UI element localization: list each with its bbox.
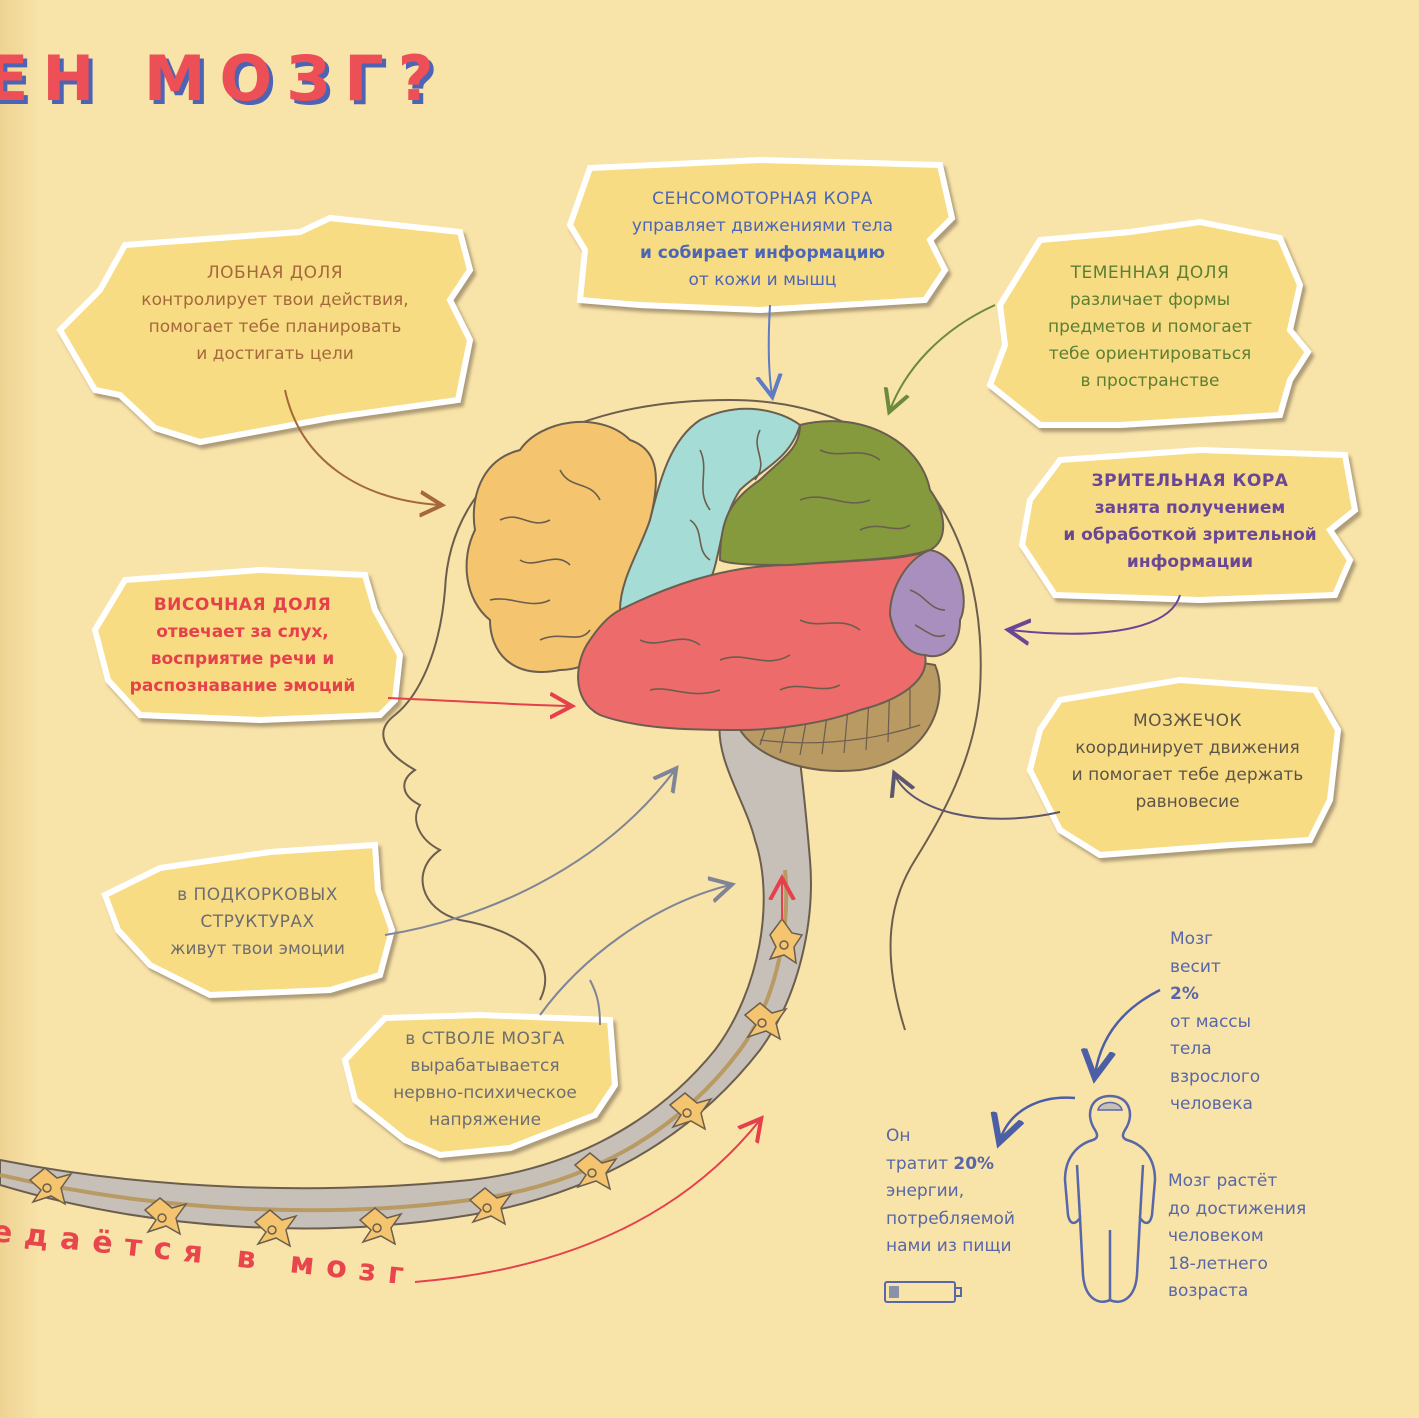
temporal-lobe [577,549,931,732]
note-heading: ВИСОЧНАЯ ДОЛЯ [153,595,332,615]
note-heading: ТЕМЕННАЯ ДОЛЯ [1070,263,1230,283]
note-brainstem: в СТВОЛЕ МОЗГА вырабатывается нервно-пси… [360,1026,610,1134]
note-heading: СТРУКТУРАХ [200,912,315,932]
fact-line: нами из пищи [886,1236,1012,1256]
fact-brain-weight: Мозг весит 2% от массы тела взрослого че… [1170,926,1260,1119]
note-line: предметов и помогает [1047,317,1253,337]
note-line: различает формы [1069,290,1231,310]
note-line: тебе ориентироваться [1048,344,1252,364]
fact-line: весит [1170,956,1221,977]
note-heading: МОЗЖЕЧОК [1132,711,1243,731]
note-line: равновесие [1135,792,1240,812]
note-heading: в СТВОЛЕ МОЗГА [405,1029,565,1049]
fact-brain-energy: Он тратит 20% энергии, потребляемой нами… [886,1123,1015,1261]
note-heading: ЛОБНАЯ ДОЛЯ [206,263,344,283]
fact-line: 18-летнего [1168,1253,1268,1274]
fact-line: Он [886,1126,911,1146]
fact-line: тратит [886,1153,954,1174]
fact-line: взрослого [1170,1066,1261,1087]
brain [465,407,965,732]
note-line: и достигать цели [196,344,354,364]
fact-line: возраста [1168,1281,1249,1301]
note-parietal-lobe: ТЕМЕННАЯ ДОЛЯ различает формы предметов … [1005,260,1295,395]
note-frontal-lobe: ЛОБНАЯ ДОЛЯ контролирует твои действия, … [100,260,450,368]
note-subcortical-structures: в ПОДКОРКОВЫХ СТРУКТУРАХ живут твои эмоц… [125,882,390,963]
note-heading: ЗРИТЕЛЬНАЯ КОРА [1091,471,1289,491]
fact-line: энергии, [886,1181,965,1201]
fact-line: Мозг растёт [1168,1171,1278,1191]
spinal-cord [0,719,812,1248]
note-temporal-lobe: ВИСОЧНАЯ ДОЛЯ отвечает за слух, восприят… [105,592,380,700]
note-line: информации [1126,552,1254,572]
note-cerebellum: МОЗЖЕЧОК координирует движения и помогае… [1040,708,1335,816]
note-line: управляет движениями тела [631,216,894,236]
note-line: помогает тебе планировать [148,317,402,337]
fact-percent: 2% [1170,984,1199,1004]
note-sensorimotor-cortex: СЕНСОМОТОРНАЯ КОРА управляет движениями … [585,186,940,294]
fact-line: до достижения [1168,1198,1307,1219]
note-line: восприятие речи и [150,649,335,669]
head-silhouette [382,398,982,1031]
battery-low-icon [884,1281,962,1303]
note-line: вырабатывается [410,1056,560,1076]
note-papers [56,156,1359,1159]
note-line: нервно-психическое [393,1083,577,1103]
note-visual-cortex: ЗРИТЕЛЬНАЯ КОРА занята получением и обра… [1035,468,1345,576]
note-line: и собирает информацию [639,243,886,263]
fact-line: от массы [1170,1011,1252,1032]
note-line: распознавание эмоций [129,676,356,696]
note-line: и обработкой зрительной [1063,525,1317,545]
fact-line: человеком [1168,1226,1264,1246]
note-heading: СЕНСОМОТОРНАЯ КОРА [652,189,873,209]
fact-brain-growth: Мозг растёт до достижения человеком 18-л… [1168,1168,1306,1306]
fact-line: потребляемой [886,1208,1015,1229]
note-line: занята получением [1094,498,1286,518]
fact-line: человека [1170,1094,1253,1114]
note-line: координирует движения [1075,738,1300,758]
page-title: ЕН МОЗГ? [0,42,448,115]
fact-line: тела [1170,1039,1212,1059]
note-line: напряжение [428,1110,542,1130]
note-heading: в ПОДКОРКОВЫХ [177,885,338,905]
note-line: в пространстве [1080,371,1220,391]
note-line: и помогает тебе держать [1071,765,1304,785]
note-line: отвечает за слух, [156,622,329,642]
note-line: контролирует твои действия, [141,290,409,310]
fact-line: Мозг [1170,929,1214,949]
pointer-arrows [284,304,1181,1283]
person-figure-icon [1063,1094,1157,1303]
note-line: от кожи и мышц [688,270,837,290]
fact-percent: 20% [953,1153,995,1174]
note-line: живут твои эмоции [170,939,345,959]
